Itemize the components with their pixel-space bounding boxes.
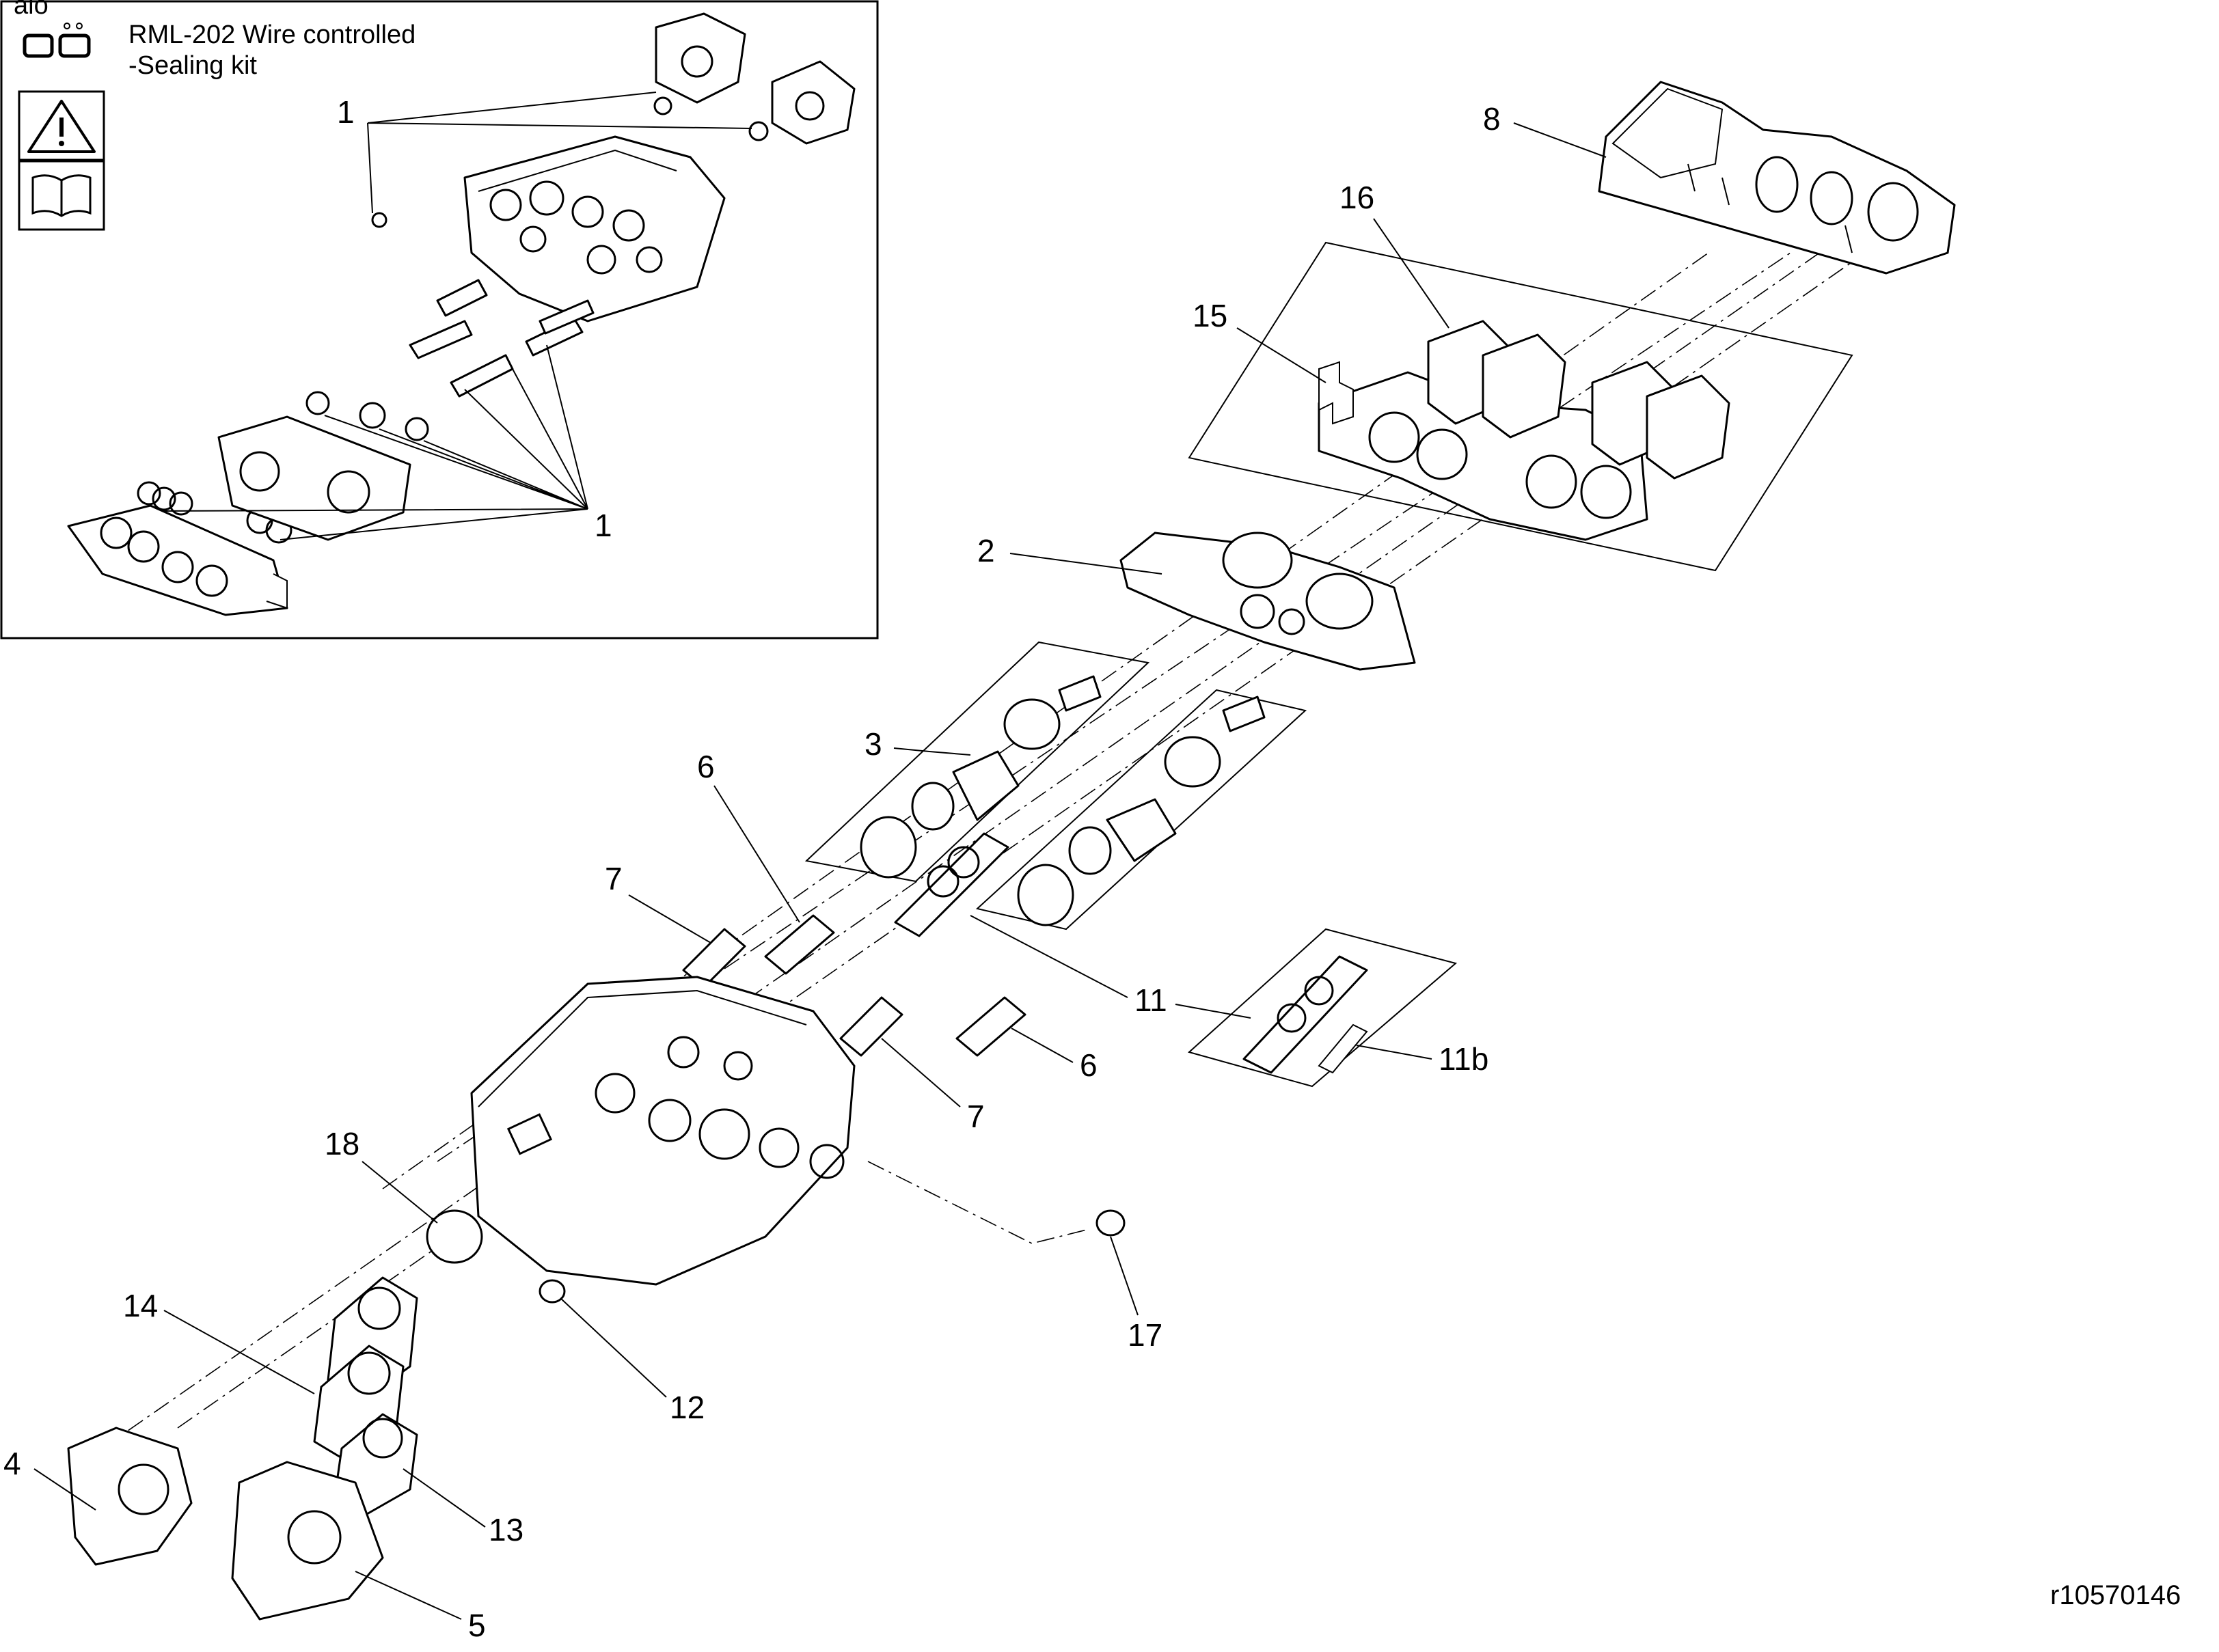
svg-text:7: 7 xyxy=(967,1099,985,1134)
callout-4: 4 xyxy=(3,1446,96,1511)
sealing-kit-inset: ålö RML-202 Wire controlled -Sealing kit xyxy=(0,0,879,639)
callout-18: 18 xyxy=(325,1126,438,1224)
inset-top-connectors xyxy=(655,12,856,145)
brand-logo: ålö xyxy=(14,0,91,58)
inset-spools xyxy=(409,279,595,398)
svg-text:11b: 11b xyxy=(1439,1041,1488,1077)
callout-14: 14 xyxy=(123,1288,315,1394)
part-11-11b-kit xyxy=(1187,928,1458,1088)
svg-text:7: 7 xyxy=(605,861,623,896)
callout-17: 17 xyxy=(1110,1236,1162,1353)
svg-text:11: 11 xyxy=(1134,982,1167,1018)
svg-text:6: 6 xyxy=(1080,1047,1098,1083)
part-18-cap xyxy=(426,1209,483,1264)
svg-text:3: 3 xyxy=(865,726,882,762)
inset-valve-body xyxy=(463,135,726,322)
callout-11b: 11b xyxy=(1356,1041,1488,1077)
svg-text:12: 12 xyxy=(670,1390,705,1425)
callout-3: 3 xyxy=(865,726,971,762)
warning-triangle-icon xyxy=(18,90,105,161)
inset-callout-1a: 1 xyxy=(337,94,355,130)
inset-subtitle: -Sealing kit xyxy=(128,51,257,80)
callout-16: 16 xyxy=(1339,180,1449,329)
svg-text:16: 16 xyxy=(1339,180,1374,215)
part-6-fitting-a xyxy=(764,914,835,975)
callout-8: 8 xyxy=(1483,101,1607,158)
manual-book-icon xyxy=(18,160,105,231)
callout-7a: 7 xyxy=(605,861,711,944)
callout-12: 12 xyxy=(560,1297,705,1425)
part-15-gasket xyxy=(1318,361,1648,541)
svg-text:15: 15 xyxy=(1193,298,1227,333)
inset-callout-1-top: 1 xyxy=(337,92,752,214)
callout-11: 11 xyxy=(970,915,1251,1019)
callout-6a: 6 xyxy=(697,749,800,923)
inset-fittings-bracket xyxy=(67,504,288,616)
callout-7b: 7 xyxy=(881,1038,985,1134)
callout-13: 13 xyxy=(403,1468,523,1547)
part-7-fitting-b xyxy=(839,996,903,1057)
callout-5: 5 xyxy=(355,1571,486,1643)
inset-lower-manifold xyxy=(217,415,411,541)
part-6-fitting-b xyxy=(955,996,1026,1057)
svg-text:4: 4 xyxy=(3,1446,21,1481)
part-5-solenoid xyxy=(231,1461,384,1621)
main-valve-body xyxy=(470,976,856,1286)
callout-6b: 6 xyxy=(1011,1028,1098,1083)
part-4-solenoid xyxy=(67,1427,193,1566)
document-id: r10570146 xyxy=(2050,1580,2181,1610)
part-17-plug xyxy=(1095,1209,1126,1237)
inset-callout-1-bottom: 1 xyxy=(163,344,612,543)
part-8-cover-housing xyxy=(1598,81,1956,275)
callout-2: 2 xyxy=(977,533,1162,575)
part-3-spring-kit-a xyxy=(804,641,1150,883)
brand-logo-text: ålö xyxy=(14,0,49,20)
inset-title: RML-202 Wire controlled xyxy=(128,20,416,49)
callout-15: 15 xyxy=(1193,298,1326,383)
svg-text:17: 17 xyxy=(1128,1317,1162,1353)
part-15-16-group xyxy=(1188,241,1853,572)
inset-callout-1b: 1 xyxy=(595,508,612,543)
part-2-solenoid-bracket xyxy=(1119,532,1416,671)
svg-text:18: 18 xyxy=(325,1126,359,1161)
svg-text:5: 5 xyxy=(468,1608,486,1643)
svg-text:14: 14 xyxy=(123,1288,158,1323)
part-16-plugs xyxy=(1427,320,1730,480)
svg-text:13: 13 xyxy=(489,1512,523,1547)
part-3-spring-kit-b xyxy=(975,689,1307,931)
part-12-plug xyxy=(539,1279,566,1304)
svg-text:2: 2 xyxy=(977,533,995,568)
svg-text:6: 6 xyxy=(697,749,715,784)
part-11-spool xyxy=(894,832,1009,937)
svg-text:8: 8 xyxy=(1483,101,1501,137)
